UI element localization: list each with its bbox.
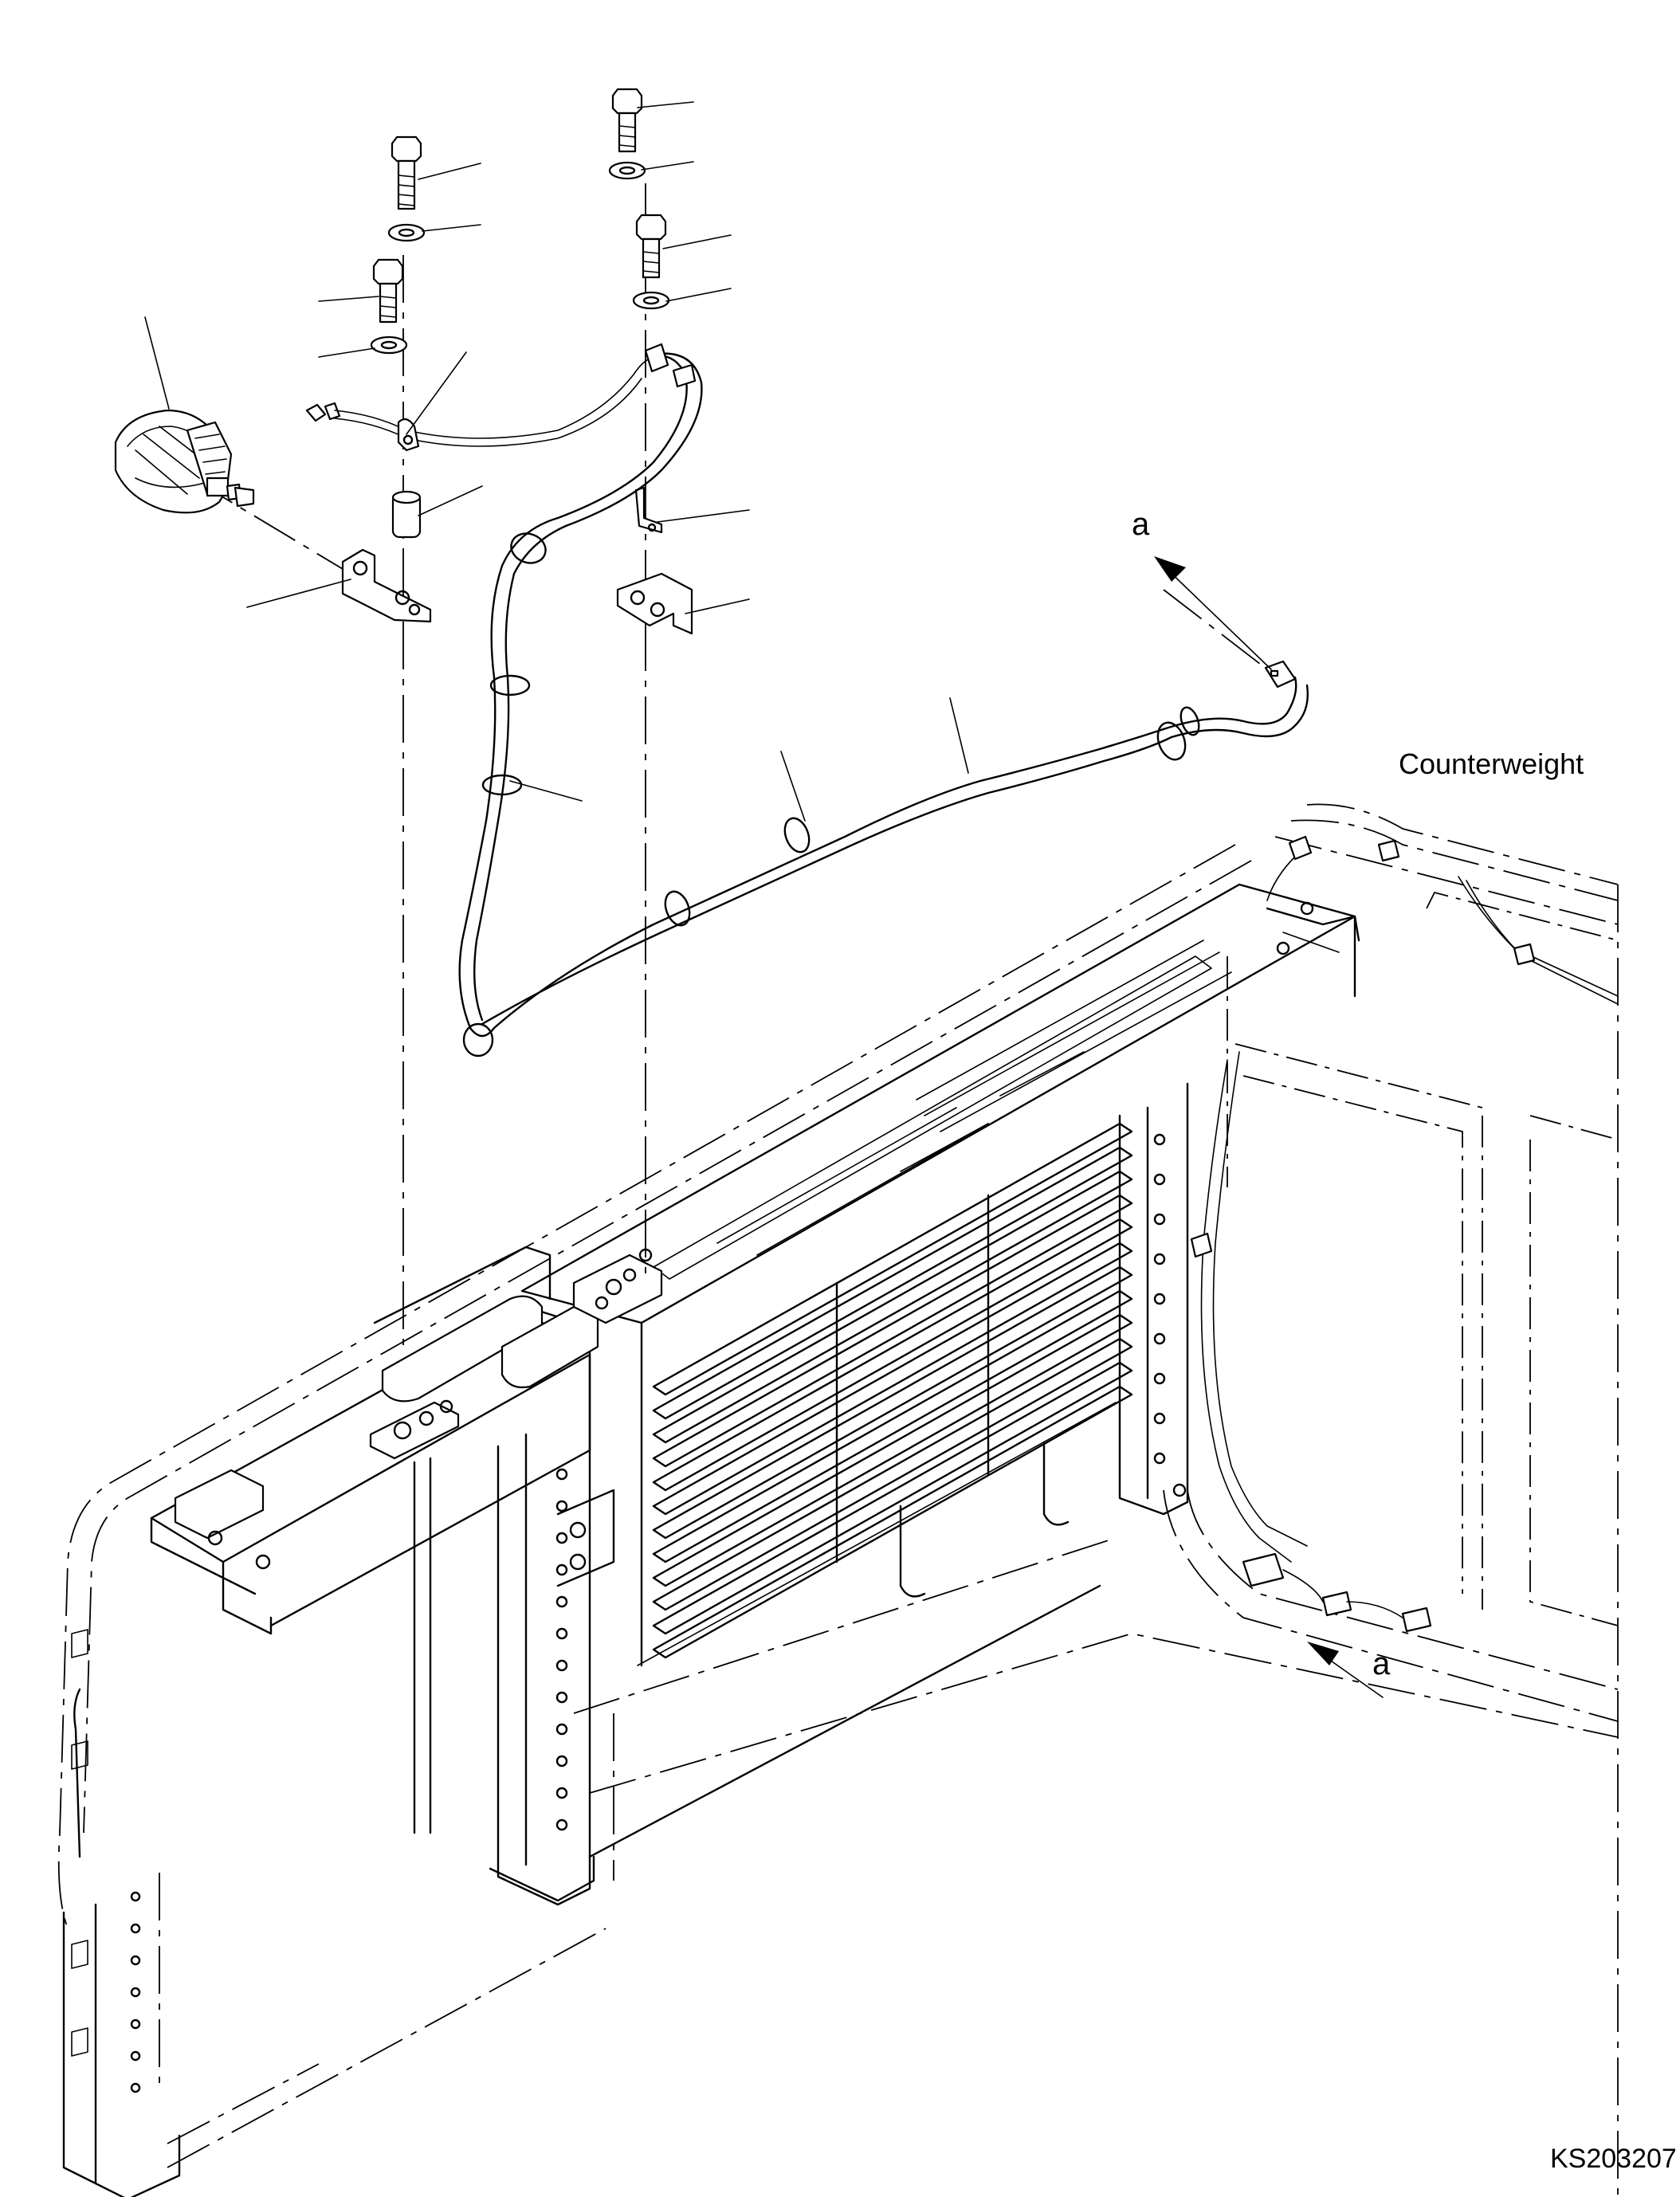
reference-arrow-top bbox=[1154, 556, 1271, 669]
counterweight-label: Counterweight bbox=[1399, 747, 1584, 780]
drawing-number: KS203207 bbox=[1550, 2144, 1677, 2174]
wire-clip bbox=[636, 488, 661, 532]
washer-4 bbox=[634, 292, 669, 308]
counterweight-outline bbox=[59, 804, 1618, 2197]
frame-structure bbox=[64, 885, 1359, 2197]
spacer-collar bbox=[393, 492, 420, 537]
washer-1 bbox=[389, 225, 424, 241]
washer-2 bbox=[371, 337, 406, 353]
bolt-2 bbox=[374, 260, 402, 322]
counterweight-harness bbox=[1191, 837, 1618, 1697]
alignment-lines bbox=[191, 183, 1267, 1347]
lamp-lead-wire bbox=[307, 359, 650, 450]
reference-label-a-top: a bbox=[1132, 507, 1150, 542]
radiator-louvres bbox=[638, 1124, 1132, 1665]
bolt-3 bbox=[613, 89, 642, 151]
work-lamp bbox=[116, 410, 253, 512]
reference-label-a-bottom: a bbox=[1372, 1646, 1391, 1681]
leader-lines bbox=[145, 102, 968, 821]
lamp-bracket-left bbox=[343, 550, 430, 622]
lamp-bracket-right bbox=[618, 574, 692, 634]
wiring-harness bbox=[460, 344, 1308, 1056]
bolt-1 bbox=[392, 137, 421, 209]
washer-3 bbox=[610, 163, 645, 179]
bolt-4 bbox=[637, 215, 665, 277]
